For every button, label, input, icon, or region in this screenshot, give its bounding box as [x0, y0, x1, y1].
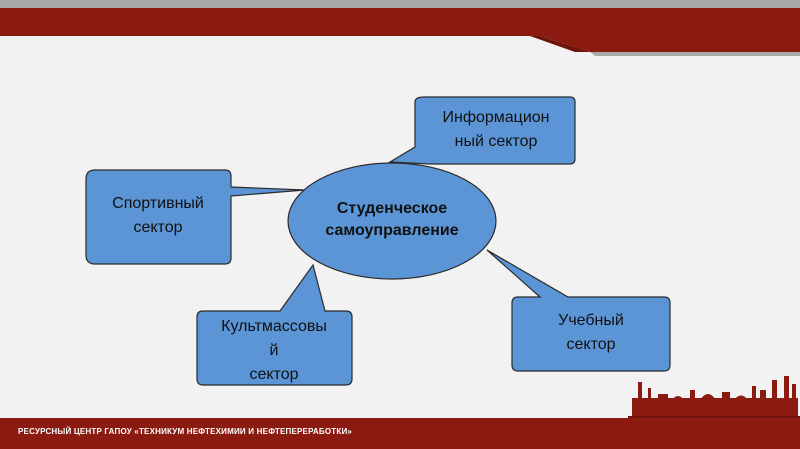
callout-info-shape [387, 96, 576, 165]
center-ellipse [287, 162, 497, 280]
info-sector-label: Информацион ный сектор [442, 109, 550, 150]
refinery-skyline-icon [628, 376, 800, 418]
callout-culture-shape [196, 263, 353, 386]
culture-sector-label: Культмассовы й сектор [221, 318, 327, 383]
footer: РЕСУРСНЫЙ ЦЕНТР ГАПОУ «ТЕХНИКУМ НЕФТЕХИМ… [0, 404, 800, 449]
sport-sector-label: Спортивный сектор [112, 195, 204, 236]
callout-study-shape [486, 249, 671, 372]
center-label: Студенческое самоуправление [325, 200, 459, 239]
header-band [0, 0, 800, 56]
footer-band [0, 418, 800, 449]
callout-sport-shape [85, 169, 306, 265]
footer-text: РЕСУРСНЫЙ ЦЕНТР ГАПОУ «ТЕХНИКУМ НЕФТЕХИМ… [18, 427, 353, 436]
study-sector-label: Учебный сектор [558, 312, 624, 353]
